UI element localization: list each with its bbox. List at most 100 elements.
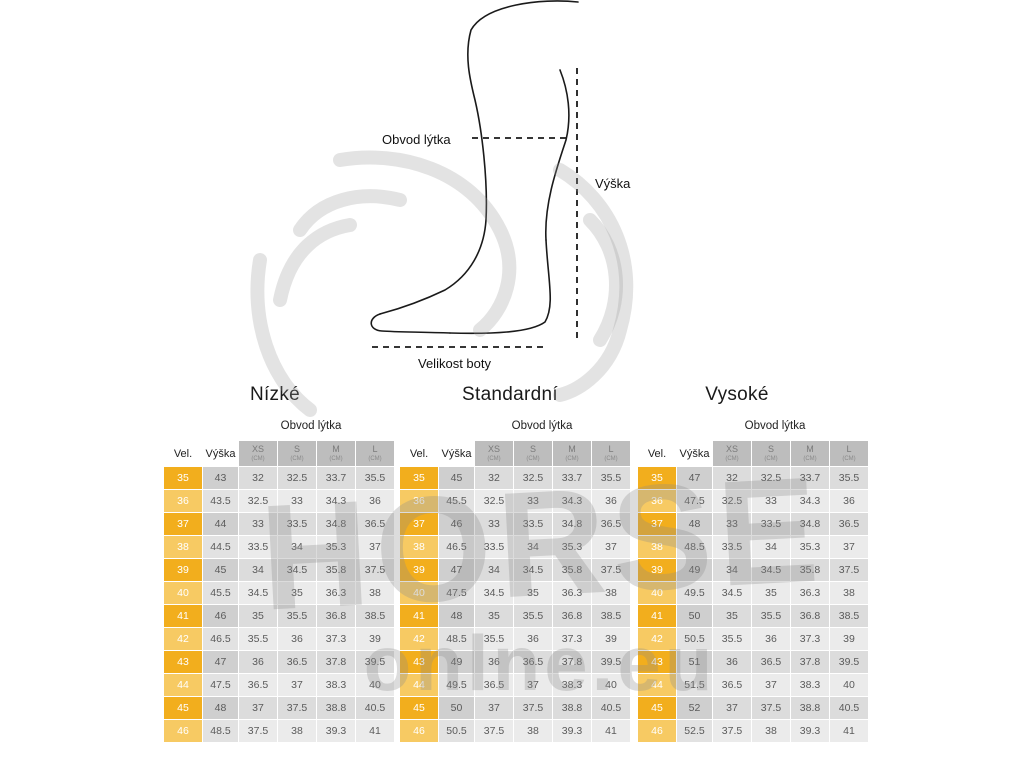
header-size-m: M(CM) <box>317 441 355 466</box>
calf-size-cell: 37.5 <box>713 720 751 742</box>
calf-size-cell: 34.5 <box>713 582 751 604</box>
shoe-size-cell: 39 <box>638 559 676 581</box>
calf-size-cell: 37.3 <box>553 628 591 650</box>
header-size-label: S <box>293 443 300 454</box>
calf-size-cell: 34.5 <box>475 582 513 604</box>
height-cell: 48 <box>203 697 238 719</box>
calf-size-cell: 37.5 <box>752 697 790 719</box>
calf-size-cell: 36 <box>278 628 316 650</box>
shoe-size-cell: 44 <box>164 674 202 696</box>
height-cell: 49 <box>677 559 712 581</box>
height-cell: 48 <box>439 605 474 627</box>
calf-size-cell: 37.5 <box>475 720 513 742</box>
calf-size-cell: 37 <box>514 674 552 696</box>
height-cell: 50.5 <box>439 720 474 742</box>
calf-size-cell: 33 <box>514 490 552 512</box>
calf-size-cell: 36 <box>592 490 630 512</box>
calf-size-cell: 37.3 <box>791 628 829 650</box>
shoe-size-cell: 36 <box>164 490 202 512</box>
calf-size-cell: 38.5 <box>830 605 868 627</box>
calf-size-cell: 37 <box>592 536 630 558</box>
calf-size-cell: 35 <box>278 582 316 604</box>
calf-size-cell: 36.5 <box>514 651 552 673</box>
calf-size-cell: 37 <box>356 536 394 558</box>
table-title-standard: Standardní <box>462 384 558 405</box>
shoe-size-cell: 46 <box>164 720 202 742</box>
calf-size-cell: 34 <box>278 536 316 558</box>
header-size-unit: (CM) <box>526 455 540 462</box>
calf-size-cell: 33 <box>713 513 751 535</box>
calf-size-cell: 39.3 <box>317 720 355 742</box>
calf-size-cell: 35.8 <box>791 559 829 581</box>
calf-size-cell: 36.3 <box>553 582 591 604</box>
header-size-label: L <box>846 443 852 454</box>
calf-size-cell: 41 <box>830 720 868 742</box>
header-size-label: XS <box>725 443 738 454</box>
calf-size-cell: 38.3 <box>553 674 591 696</box>
header-size-s: S(CM) <box>514 441 552 466</box>
header-size-l: L(CM) <box>830 441 868 466</box>
calf-size-cell: 38.5 <box>356 605 394 627</box>
calf-size-cell: 38 <box>592 582 630 604</box>
shoe-size-cell: 42 <box>164 628 202 650</box>
calf-size-cell: 34 <box>239 559 277 581</box>
calf-size-cell: 36.3 <box>791 582 829 604</box>
calf-size-cell: 34.5 <box>752 559 790 581</box>
height-cell: 47.5 <box>203 674 238 696</box>
calf-size-cell: 32.5 <box>475 490 513 512</box>
calf-size-cell: 34 <box>514 536 552 558</box>
calf-size-cell: 35.5 <box>514 605 552 627</box>
calf-size-cell: 35.3 <box>791 536 829 558</box>
calf-size-cell: 38.3 <box>317 674 355 696</box>
calf-size-cell: 38 <box>356 582 394 604</box>
calf-size-cell: 38.8 <box>791 697 829 719</box>
calf-size-cell: 36.8 <box>317 605 355 627</box>
calf-size-cell: 34.5 <box>278 559 316 581</box>
header-size-unit: (CM) <box>487 455 501 462</box>
shoe-size-cell: 46 <box>400 720 438 742</box>
header-vyska: Výška <box>203 441 238 466</box>
calf-size-cell: 33.5 <box>278 513 316 535</box>
calf-size-cell: 32.5 <box>713 490 751 512</box>
calf-size-cell: 39 <box>356 628 394 650</box>
calf-size-cell: 34.8 <box>317 513 355 535</box>
calf-size-cell: 32.5 <box>752 467 790 489</box>
calf-size-cell: 34.5 <box>239 582 277 604</box>
calf-size-cell: 40 <box>356 674 394 696</box>
height-cell: 46 <box>203 605 238 627</box>
shoe-size-cell: 38 <box>400 536 438 558</box>
calf-size-cell: 33.7 <box>317 467 355 489</box>
header-size-s: S(CM) <box>752 441 790 466</box>
calf-size-cell: 34.5 <box>514 559 552 581</box>
calf-size-cell: 32 <box>239 467 277 489</box>
calf-size-cell: 35 <box>713 605 751 627</box>
header-size-label: XS <box>487 443 500 454</box>
calf-size-cell: 37 <box>239 697 277 719</box>
calf-size-cell: 36.5 <box>752 651 790 673</box>
header-size-xs: XS(CM) <box>475 441 513 466</box>
leg-outline-toe <box>370 313 451 334</box>
calf-size-cell: 40 <box>592 674 630 696</box>
header-size-unit: (CM) <box>368 455 382 462</box>
calf-size-cell: 35.5 <box>752 605 790 627</box>
height-cell: 50 <box>439 697 474 719</box>
calf-size-cell: 39.5 <box>592 651 630 673</box>
header-size-l: L(CM) <box>592 441 630 466</box>
calf-size-cell: 33.5 <box>239 536 277 558</box>
height-cell: 45 <box>203 559 238 581</box>
calf-size-cell: 37.5 <box>239 720 277 742</box>
header-size-m: M(CM) <box>791 441 829 466</box>
